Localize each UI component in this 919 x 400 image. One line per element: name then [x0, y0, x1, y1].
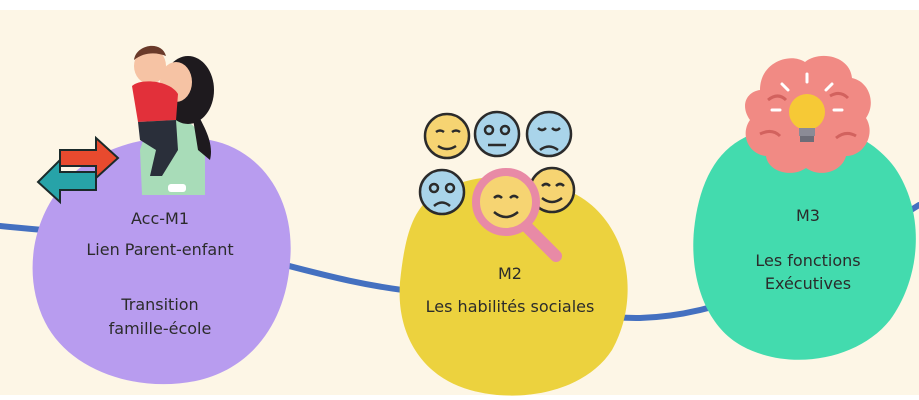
module-m1-code: Acc-M1 — [130, 209, 189, 228]
brain-lightbulb-icon — [745, 55, 871, 173]
magnifier-icon — [472, 168, 562, 262]
worried-face-icon — [418, 168, 466, 216]
module-m2-title: Les habilités sociales — [425, 297, 595, 316]
sad-face-icon — [525, 110, 573, 158]
module-m2-code: M2 — [498, 264, 522, 283]
module-m1-title: Lien Parent-enfant — [86, 240, 234, 259]
module-m3-code: M3 — [796, 206, 820, 225]
module-m3-title-line1: Les fonctions — [755, 251, 861, 270]
module-m1-subtitle-line2: famille-école — [108, 319, 212, 338]
module-m2-blob — [399, 176, 628, 396]
module-m1-blob — [32, 137, 291, 385]
neutral-face-icon — [473, 110, 521, 158]
emotion-faces-magnifier-icon — [418, 110, 576, 262]
exchange-arrows-icon — [36, 135, 120, 205]
module-m3-title-line2: Exécutives — [764, 274, 852, 293]
module-m1-subtitle-line1: Transition — [121, 295, 199, 314]
parent-hugging-child-illustration — [36, 45, 214, 205]
module-m3-blob — [693, 123, 916, 360]
content-face-icon — [423, 112, 471, 160]
